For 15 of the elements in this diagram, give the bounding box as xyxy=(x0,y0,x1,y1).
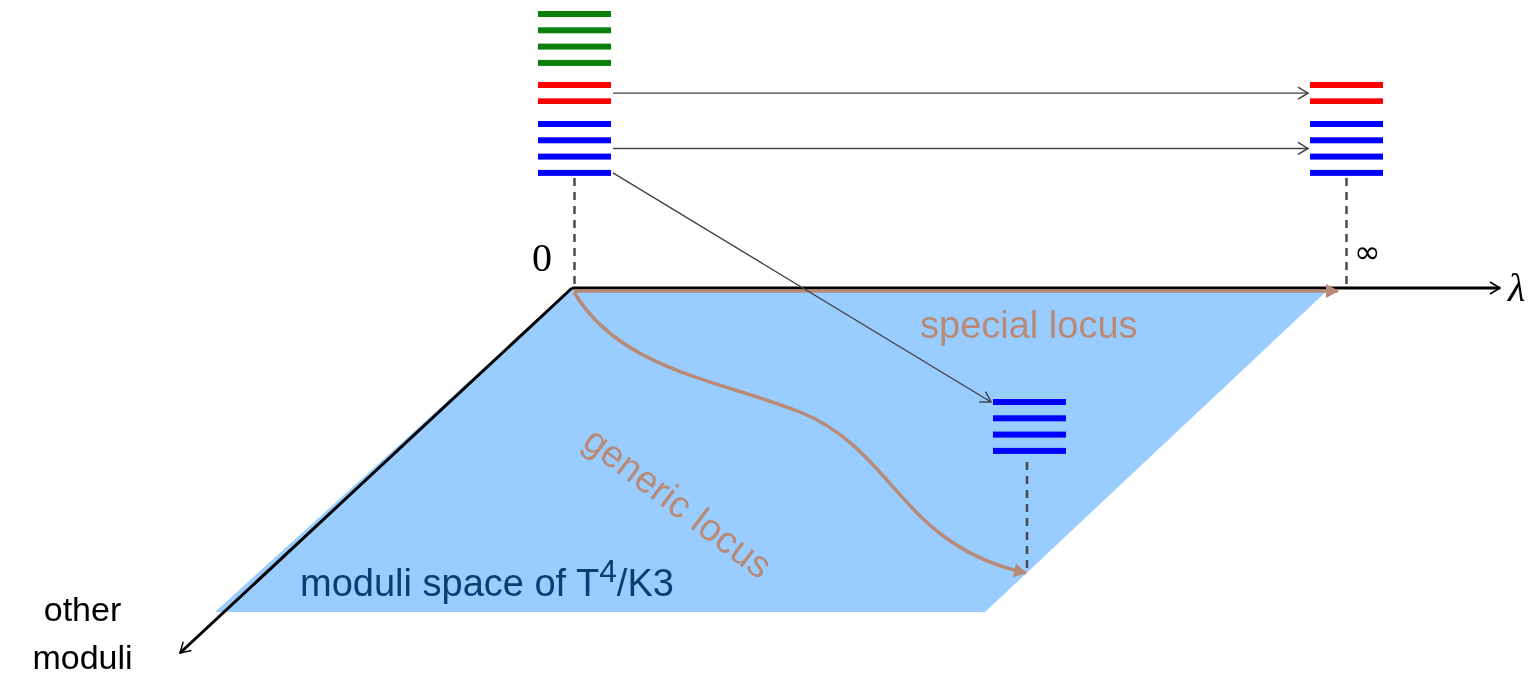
arrow xyxy=(612,172,992,403)
arrow xyxy=(612,86,1309,100)
plane-label: moduli space of T$^{4}$/K3 xyxy=(300,556,674,602)
axis-value: ∞ xyxy=(1354,236,1381,268)
arrow xyxy=(612,141,1309,156)
locus-label: special locus xyxy=(920,306,1138,344)
energy-levels xyxy=(1308,82,1385,105)
axis-value: 0 xyxy=(532,238,552,278)
energy-levels xyxy=(1308,121,1385,176)
energy-levels xyxy=(991,399,1068,454)
energy-levels xyxy=(536,121,613,176)
axis-label: λ xyxy=(1508,268,1526,308)
axis-label: other moduli xyxy=(31,589,134,678)
energy-levels xyxy=(536,11,613,66)
energy-levels xyxy=(536,82,613,105)
